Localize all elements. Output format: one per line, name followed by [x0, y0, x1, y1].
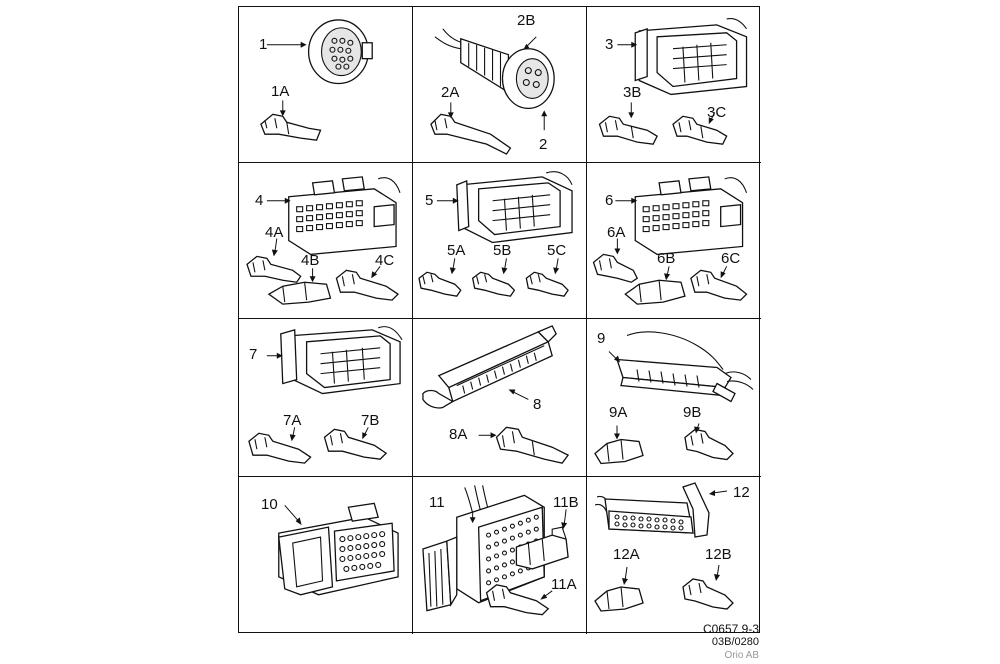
panel-6: 6 6A 6B 6C: [587, 163, 761, 319]
callout-label: 12B: [705, 546, 732, 563]
panel-1: 1 1A: [239, 7, 413, 163]
callout-label: 7B: [361, 412, 380, 429]
callout-label: 3B: [623, 84, 642, 101]
callout-label: 10: [261, 496, 278, 513]
panel-2: 2B 2A 2: [413, 7, 587, 163]
callout-label: 4A: [265, 224, 284, 241]
callout-label: 5A: [447, 242, 466, 259]
callout-label: 4C: [375, 252, 395, 269]
callout-label: 4: [255, 192, 264, 209]
callout-label: 8A: [449, 426, 468, 443]
lever-connector-9-drawing: [594, 331, 754, 465]
rectangular-connector-3-drawing: [598, 17, 748, 145]
panel-4: 4 4A 4B 4C: [239, 163, 413, 319]
diagram-revision: 03B/0280: [711, 636, 759, 648]
panel-10: 10: [239, 477, 413, 634]
grid-connector-4-drawing: [246, 176, 401, 305]
panel-9: 9 9A 9B: [587, 319, 761, 477]
round-connector-drawing: [260, 19, 373, 141]
callout-label: 1A: [271, 83, 290, 100]
callout-label: 9B: [683, 404, 702, 421]
callout-label: 6B: [657, 250, 676, 267]
panel-7: 7 7A 7B: [239, 319, 413, 477]
edge-connector-8-drawing: [422, 325, 570, 464]
callout-label: 6C: [721, 250, 741, 267]
callout-label: 9: [597, 330, 606, 347]
connector-parts-grid: 1 1A 2B 2A 2: [238, 6, 761, 634]
diagram-code: C0657 9-3: [702, 622, 759, 636]
callout-label: 8: [533, 396, 542, 413]
callout-label: 9A: [609, 404, 628, 421]
diagram-owner: Orio AB: [724, 650, 759, 661]
connector-10-drawing: [278, 502, 399, 596]
callout-label: 11B: [553, 494, 579, 511]
panel-3: 3 3B 3C: [587, 7, 761, 163]
callout-label: 6: [605, 192, 614, 209]
connector-12-drawing: [594, 482, 734, 612]
callout-label: 4B: [301, 252, 320, 269]
callout-label: 3C: [707, 104, 727, 121]
rectangular-connector-7-drawing: [248, 326, 403, 464]
callout-label: 6A: [607, 224, 626, 241]
grid-connector-6-drawing: [592, 176, 748, 305]
panel-11: 11 11B 11A: [413, 477, 587, 634]
callout-label: 7: [249, 346, 258, 363]
callout-label: 2: [539, 136, 548, 153]
panel-8: 8 8A: [413, 319, 587, 477]
callout-label: 5B: [493, 242, 512, 259]
rectangular-connector-5-drawing: [418, 171, 573, 297]
callout-label: 11A: [551, 576, 577, 593]
circular-plug-with-boot-drawing: [430, 28, 555, 155]
callout-label: 12A: [613, 546, 640, 563]
callout-label: 2B: [517, 12, 536, 29]
connector-11-drawing: [422, 485, 569, 616]
callout-label: 11: [429, 494, 445, 511]
callout-label: 5C: [547, 242, 567, 259]
callout-label: 7A: [283, 412, 302, 429]
callout-label: 1: [259, 36, 268, 53]
callout-label: 12: [733, 484, 750, 501]
callout-label: 5: [425, 192, 434, 209]
callout-label: 2A: [441, 84, 460, 101]
panel-12: 12 12A 12B: [587, 477, 761, 634]
callout-label: 3: [605, 36, 614, 53]
panel-5: 5 5A 5B 5C: [413, 163, 587, 319]
